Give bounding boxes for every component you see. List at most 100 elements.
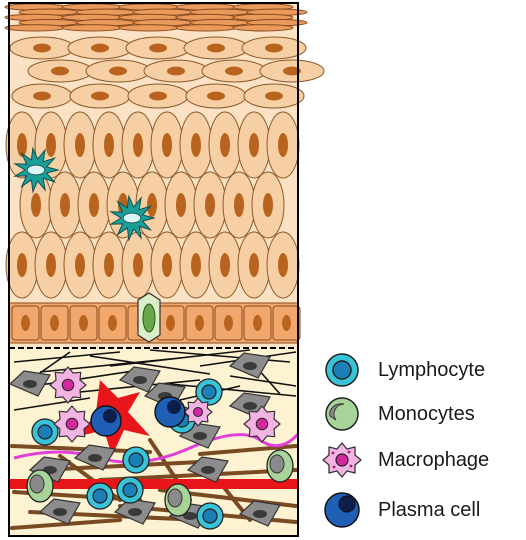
monocyte-nucleus (29, 474, 45, 494)
epithelial-nucleus (265, 43, 283, 53)
epithelial-nucleus (162, 253, 172, 277)
lymphocyte-nucleus (37, 424, 53, 440)
basal-nucleus (166, 315, 175, 331)
epithelial-nucleus (104, 133, 114, 157)
basal-nucleus (224, 315, 233, 331)
epithelial-nucleus (283, 66, 301, 76)
fibroblast-nucleus (243, 362, 257, 370)
legend-label-macrophage: Macrophage (378, 449, 490, 471)
fibroblast-nucleus (183, 512, 197, 520)
basal-nucleus (253, 315, 262, 331)
collagen-fibre (13, 351, 121, 363)
lymphocyte-nucleus (122, 482, 138, 498)
epithelial-nucleus (33, 91, 51, 101)
fibroblast-nucleus (243, 402, 257, 410)
epithelial-nucleus (220, 253, 230, 277)
epithelial-nucleus (249, 133, 259, 157)
epithelial-nucleus (75, 133, 85, 157)
fibroblast-nucleus (23, 380, 37, 388)
epithelial-nucleus (33, 43, 51, 53)
legend-label-lymphocyte: Lymphocyte (378, 359, 486, 381)
legend-item-plasma-cell: Plasma cell (322, 490, 526, 530)
collagen-fibre (59, 379, 201, 395)
blood-vessel (9, 479, 298, 489)
epithelial-nucleus (133, 253, 143, 277)
plasma-cell-nucleus (103, 409, 117, 423)
epithelial-nucleus (75, 253, 85, 277)
reticular-fibre (38, 460, 202, 472)
fibroblast-nucleus (253, 510, 267, 518)
fibroblast-nucleus (53, 508, 67, 516)
lymphocyte-icon (325, 353, 359, 387)
lymphocyte-nucleus (128, 452, 144, 468)
epithelial-nucleus (17, 133, 27, 157)
epithelial-nucleus (147, 193, 157, 217)
lymphocyte-nucleus (201, 384, 217, 400)
squamous-cell (61, 24, 123, 32)
squamous-cell (232, 24, 294, 32)
basal-nucleus (195, 315, 204, 331)
plasma-cell-nucleus (167, 400, 181, 414)
basal-nucleus (108, 315, 117, 331)
macrophage-nucleus (65, 417, 79, 431)
macrophage-nucleus (255, 417, 269, 431)
basal-nucleus (21, 315, 30, 331)
epithelial-nucleus (109, 66, 127, 76)
legend-label-plasma-cell: Plasma cell (378, 499, 481, 521)
epithelial-nucleus (225, 66, 243, 76)
squamous-cell (175, 24, 237, 32)
collagen-fibre (109, 349, 251, 367)
fibroblast-nucleus (133, 376, 147, 384)
monocyte-icon (325, 397, 359, 431)
epithelial-nucleus (278, 253, 288, 277)
collagen-fibre (89, 355, 211, 375)
langerhans-nucleus (122, 212, 142, 224)
epithelial-nucleus (91, 91, 109, 101)
hexagonal-cell-nucleus (142, 303, 156, 333)
epithelial-nucleus (263, 193, 273, 217)
epithelium-layer (4, 3, 325, 348)
fibroblast-nucleus (193, 432, 207, 440)
basal-nucleus (79, 315, 88, 331)
macrophage-nucleus (193, 407, 203, 417)
reticular-fibre (198, 444, 298, 456)
epithelial-nucleus (46, 253, 56, 277)
collagen-fibre (13, 397, 91, 411)
monocyte-nucleus (167, 488, 183, 508)
epithelial-nucleus (91, 43, 109, 53)
macrophage-icon (322, 442, 362, 478)
epithelial-nucleus (191, 253, 201, 277)
langerhans-nucleus (26, 164, 46, 176)
epithelial-nucleus (176, 193, 186, 217)
tissue-outline (8, 2, 299, 537)
collagen-fibre (169, 383, 297, 397)
squamous-cell (118, 24, 180, 32)
fibroblast-nucleus (88, 454, 102, 462)
epithelial-nucleus (51, 66, 69, 76)
epithelial-nucleus (220, 133, 230, 157)
epithelial-nucleus (162, 133, 172, 157)
epithelial-nucleus (167, 66, 185, 76)
epithelial-nucleus (249, 253, 259, 277)
epithelial-nucleus (207, 43, 225, 53)
epithelial-nucleus (17, 253, 27, 277)
epithelial-nucleus (89, 193, 99, 217)
epithelial-nucleus (205, 193, 215, 217)
epithelial-nucleus (31, 193, 41, 217)
fibroblast-nucleus (201, 466, 215, 474)
epithelial-nucleus (46, 133, 56, 157)
basal-nucleus (50, 315, 59, 331)
plasma-cell-icon (324, 492, 360, 528)
lamina-propria-layer (8, 347, 300, 536)
basal-nucleus (282, 315, 291, 331)
macrophage-nucleus (61, 378, 75, 392)
epithelial-nucleus (234, 193, 244, 217)
legend-item-lymphocyte: Lymphocyte (322, 350, 526, 390)
legend-item-macrophage: Macrophage (322, 440, 526, 480)
elastic-fibre (13, 432, 300, 464)
lymphocyte-nucleus (202, 508, 218, 524)
epithelial-nucleus (265, 91, 283, 101)
squamous-cell (4, 24, 66, 32)
epithelial-nucleus (191, 133, 201, 157)
